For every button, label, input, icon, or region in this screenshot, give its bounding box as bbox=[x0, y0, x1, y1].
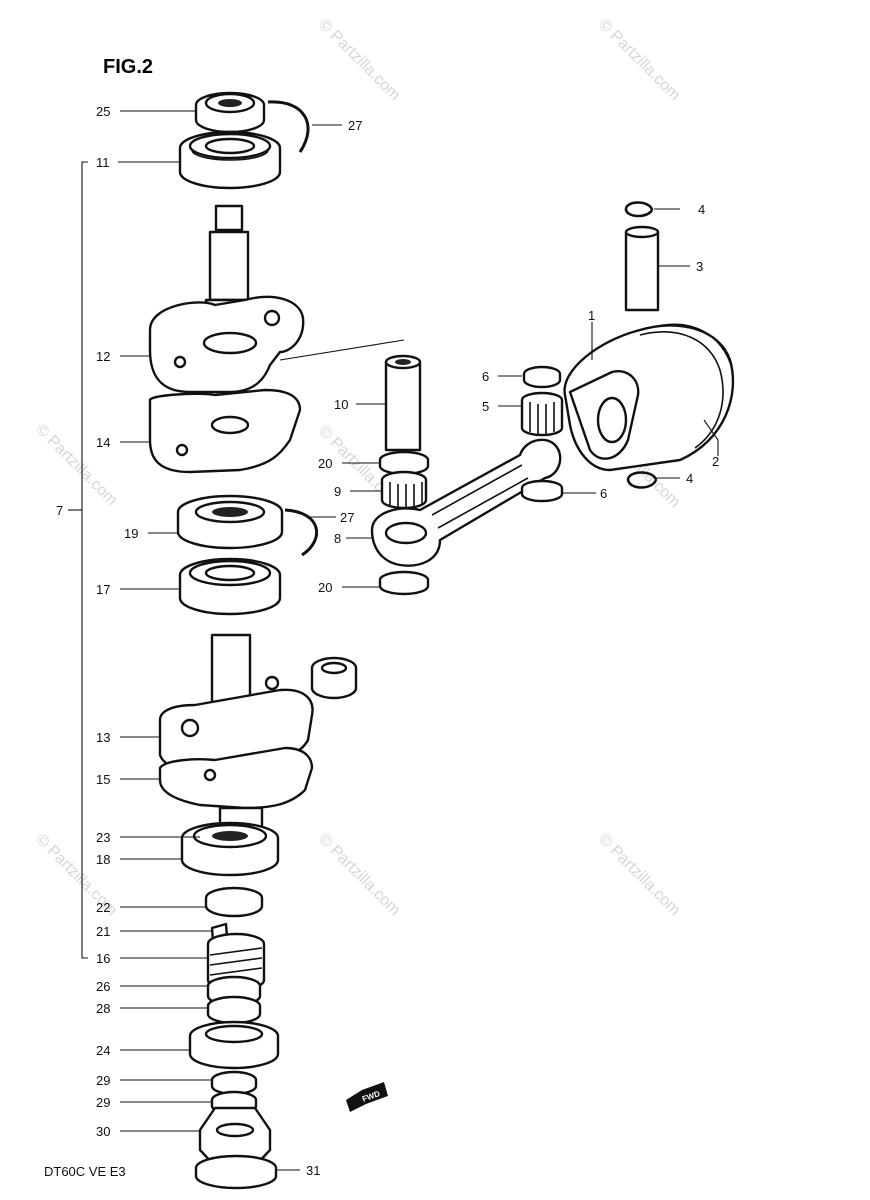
watermarks: © Partzilla.com © Partzilla.com © Partzi… bbox=[32, 16, 683, 919]
part-1-piston bbox=[563, 323, 735, 472]
upper-crank bbox=[148, 204, 305, 474]
lower-crank bbox=[158, 633, 358, 830]
callout-28: 28 bbox=[96, 1001, 110, 1016]
watermark-8: © Partzilla.com bbox=[595, 831, 683, 919]
callout-19: 19 bbox=[124, 526, 138, 541]
part-16-gear bbox=[206, 922, 266, 992]
part-drawings bbox=[148, 91, 735, 1190]
part-22-ring bbox=[204, 886, 264, 918]
callout-6: 6 bbox=[482, 369, 489, 384]
callout-17: 17 bbox=[96, 582, 110, 597]
callout-25: 25 bbox=[96, 104, 110, 119]
watermark-2: © Partzilla.com bbox=[595, 16, 683, 104]
fwd-arrow-icon bbox=[346, 1082, 388, 1112]
callout-16: 16 bbox=[96, 951, 110, 966]
part-24-housing bbox=[188, 1020, 280, 1070]
callout-14: 14 bbox=[96, 435, 110, 450]
part-27-circlip-mid bbox=[284, 508, 319, 557]
callout-27b: 27 bbox=[340, 510, 354, 525]
callout-15: 15 bbox=[96, 772, 110, 787]
callout-30: 30 bbox=[96, 1124, 110, 1139]
part-4-clip-bottom bbox=[626, 471, 658, 489]
part-11-bearing bbox=[178, 130, 282, 190]
callout-4b: 4 bbox=[686, 471, 693, 486]
assembly-bracket bbox=[81, 161, 88, 959]
callout-27: 27 bbox=[348, 118, 362, 133]
part-29-ring-a bbox=[210, 1070, 258, 1096]
leader-lines bbox=[68, 110, 719, 1171]
part-25-oil-seal bbox=[194, 91, 266, 134]
callout-8: 8 bbox=[334, 531, 341, 546]
callout-13: 13 bbox=[96, 730, 110, 745]
callout-23: 23 bbox=[96, 830, 110, 845]
part-31-washer bbox=[194, 1154, 278, 1190]
callout-29b: 29 bbox=[96, 1095, 110, 1110]
callout-26: 26 bbox=[96, 979, 110, 994]
callout-labels: 25 27 11 4 3 1 12 10 6 5 2 14 20 9 4 6 7… bbox=[56, 104, 719, 1178]
part-10-crank-pin bbox=[384, 354, 422, 452]
callout-20: 20 bbox=[318, 456, 332, 471]
part-3-piston-pin bbox=[624, 225, 660, 312]
callout-5: 5 bbox=[482, 399, 489, 414]
callout-31: 31 bbox=[306, 1163, 320, 1178]
part-27-circlip-top bbox=[267, 100, 310, 153]
part-5-needle-bearing bbox=[520, 391, 564, 437]
callout-12: 12 bbox=[96, 349, 110, 364]
callout-2: 2 bbox=[712, 454, 719, 469]
figure-title: FIG.2 bbox=[103, 56, 153, 78]
fwd-arrow: FWD bbox=[346, 1082, 388, 1112]
watermark-1: © Partzilla.com bbox=[315, 16, 403, 104]
part-9-needle-bearing bbox=[380, 470, 428, 510]
callout-6b: 6 bbox=[600, 486, 607, 501]
callout-20b: 20 bbox=[318, 580, 332, 595]
part-6-washer-bottom bbox=[520, 479, 564, 503]
part-20-washer-top bbox=[378, 450, 430, 476]
part-4-clip-top bbox=[624, 201, 654, 218]
part-17-bearing bbox=[178, 557, 282, 616]
callout-29a: 29 bbox=[96, 1073, 110, 1088]
callout-4: 4 bbox=[698, 202, 705, 217]
callout-11: 11 bbox=[96, 155, 110, 170]
part-6-washer-top bbox=[522, 365, 562, 389]
part-28-ring bbox=[206, 995, 262, 1025]
part-30-nut bbox=[198, 1106, 272, 1168]
watermark-7: © Partzilla.com bbox=[315, 831, 403, 919]
callout-9: 9 bbox=[334, 484, 341, 499]
part-20-washer-bottom bbox=[378, 570, 430, 596]
callout-10: 10 bbox=[334, 397, 348, 412]
callout-7: 7 bbox=[56, 503, 63, 518]
part-8-connecting-rod bbox=[370, 438, 562, 567]
callout-24: 24 bbox=[96, 1043, 110, 1058]
part-18-bearing bbox=[180, 821, 280, 877]
callout-1: 1 bbox=[588, 308, 595, 323]
callout-22: 22 bbox=[96, 900, 110, 915]
callout-3: 3 bbox=[696, 259, 703, 274]
callout-18: 18 bbox=[96, 852, 110, 867]
callout-21: 21 bbox=[96, 924, 110, 939]
part-19-seal bbox=[176, 494, 284, 550]
model-code: DT60C VE E3 bbox=[44, 1164, 126, 1179]
